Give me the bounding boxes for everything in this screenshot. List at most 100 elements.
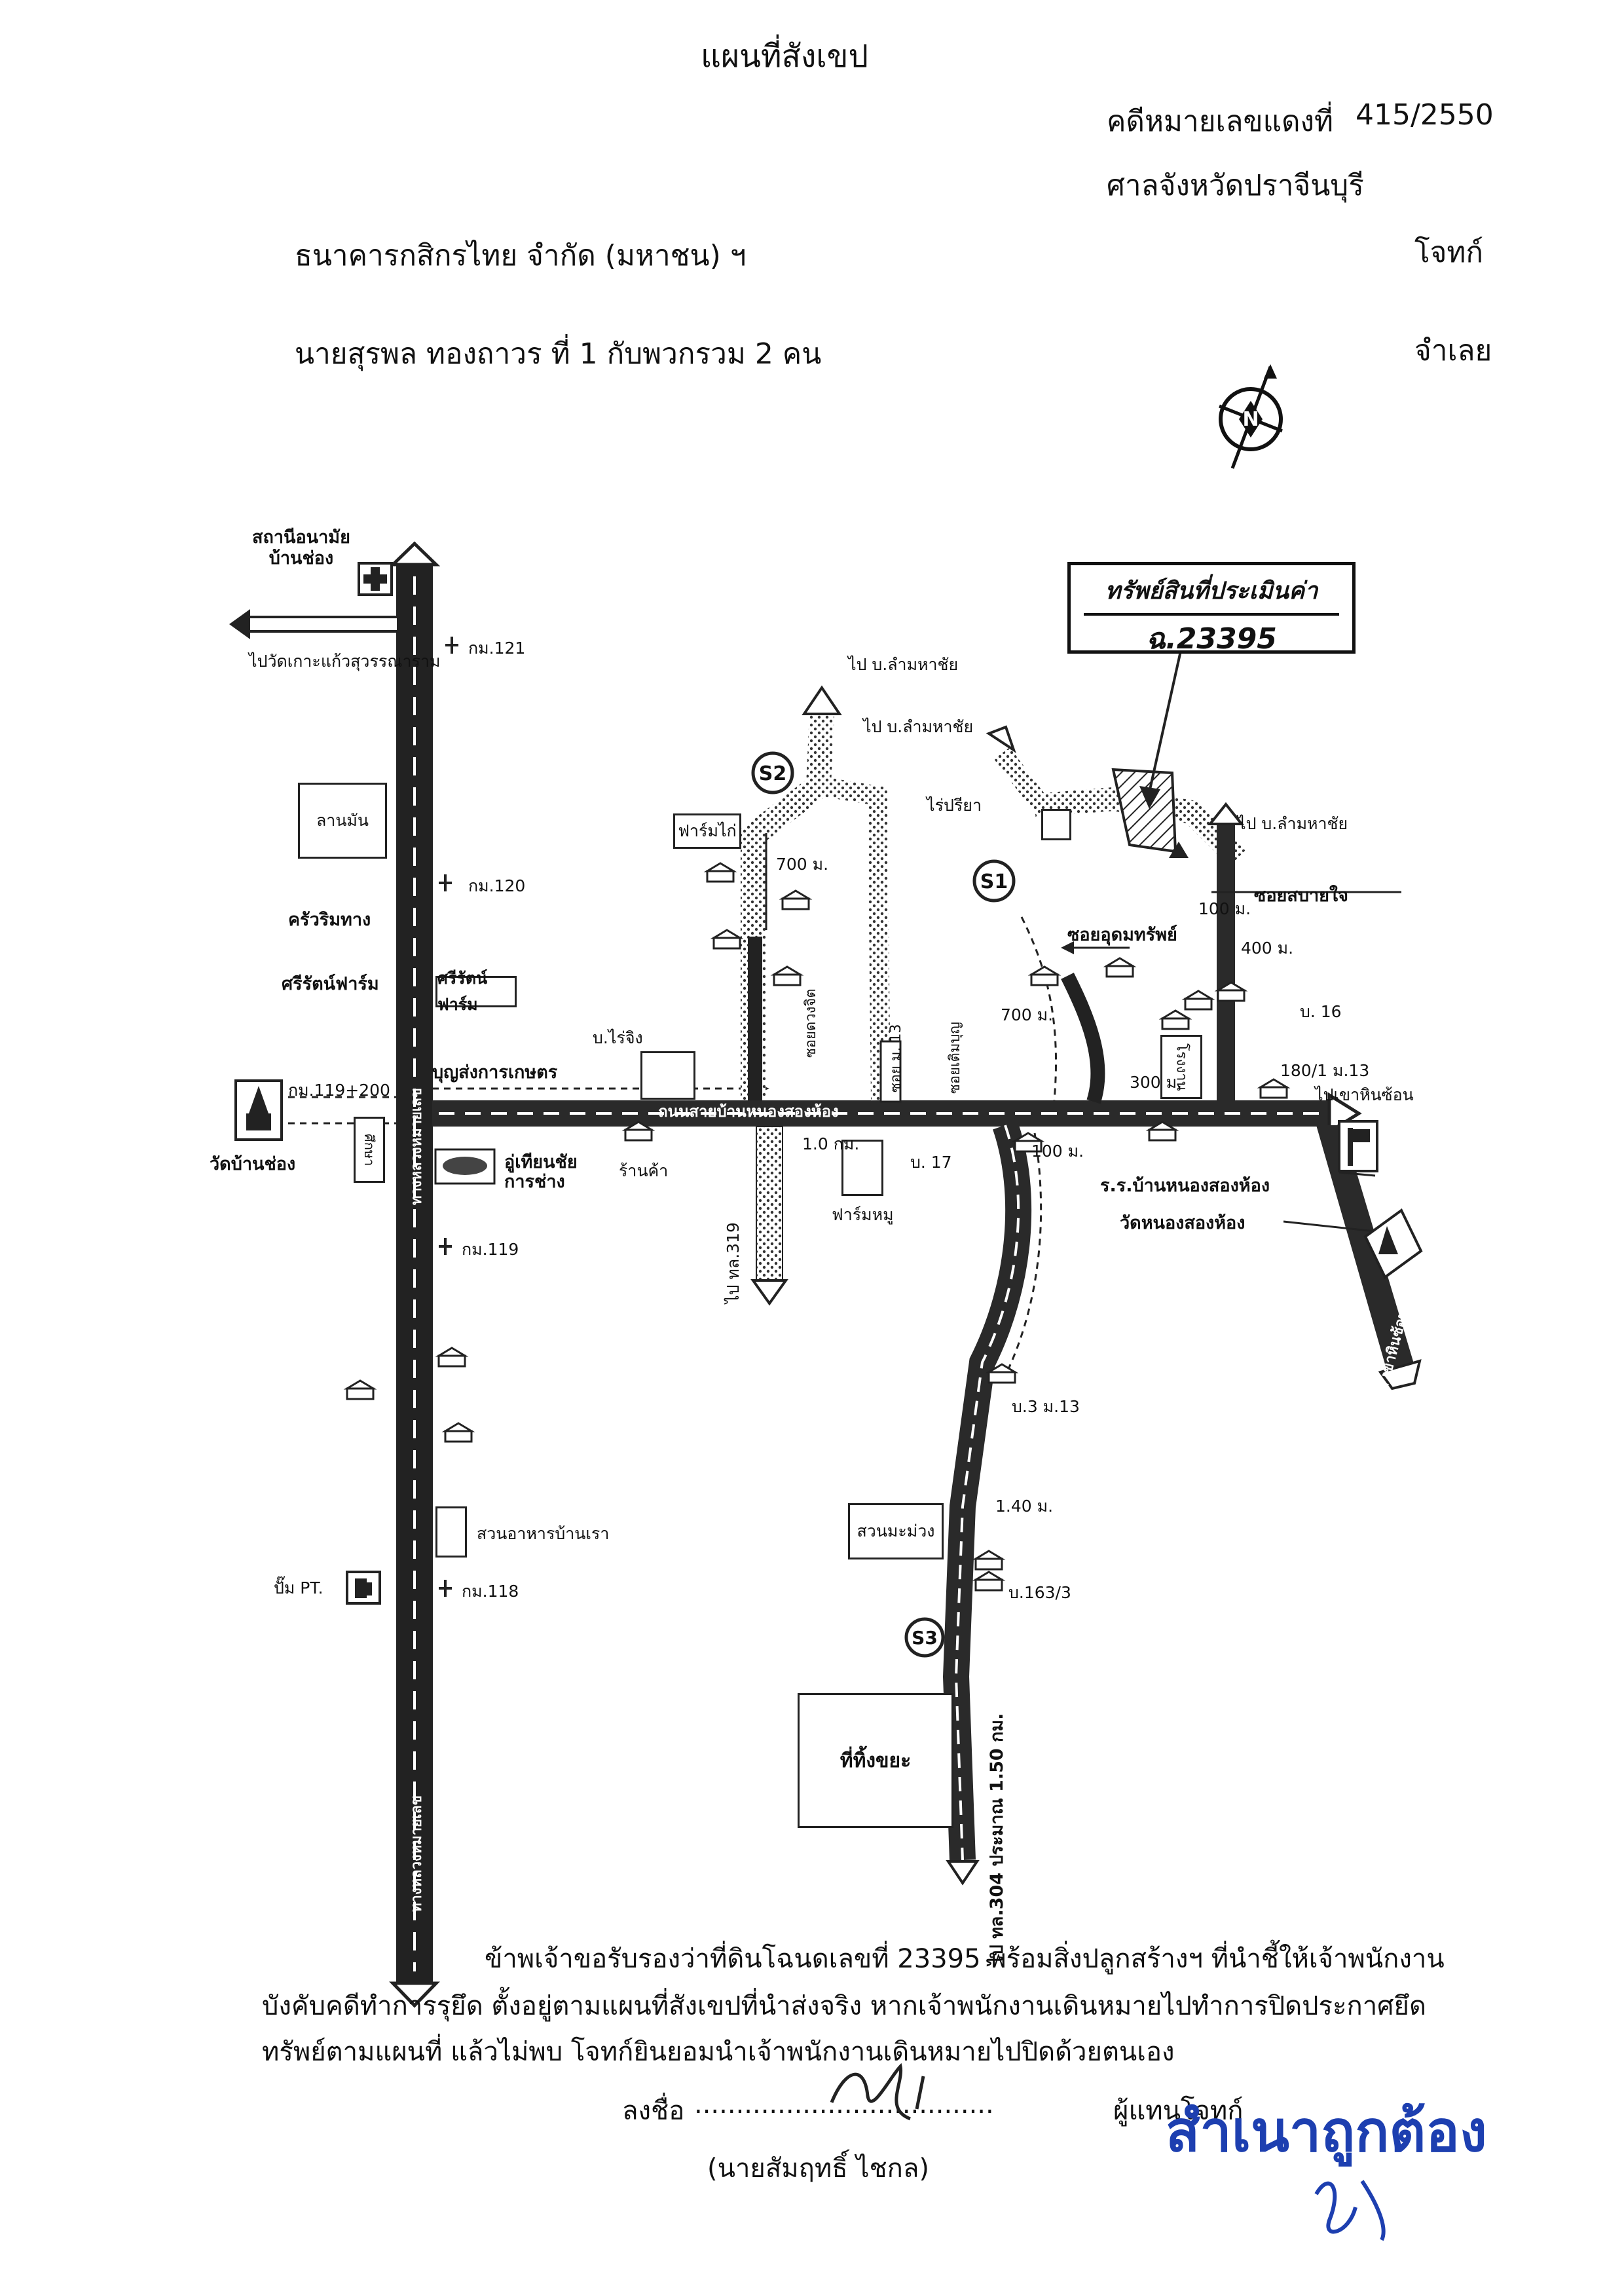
sign-dots: .................................... xyxy=(694,2089,994,2119)
addr-163-label: บ.163/3 xyxy=(1008,1583,1071,1602)
sirirat-farm-label: ศรีรัตน์ฟาร์ม xyxy=(282,974,379,994)
soi-toem-label: ซอยเติมบุญ xyxy=(947,1021,963,1094)
north-compass: N xyxy=(1211,360,1290,472)
sign-role: ผู้แทนโจทก์ xyxy=(1113,2096,1244,2126)
soi-duang-label: ซอยดวงจิต xyxy=(803,988,819,1058)
soi-m13-label: ซอย ม. 13 xyxy=(888,1024,904,1092)
trash-site-box: ที่ทิ้งขยะ xyxy=(798,1693,953,1828)
soi-udom-label: ซอยอุดมทรัพย์ xyxy=(1067,925,1177,945)
s3-marker: S3 xyxy=(912,1627,938,1649)
s1-marker: S1 xyxy=(980,870,1008,893)
rai-priya-label: ไร่ปรียา xyxy=(927,796,982,815)
suan-ahan-label: สวนอาหารบ้านเรา xyxy=(477,1524,610,1543)
u-thian-label: อู่เทียนชัย การช่าง xyxy=(504,1152,578,1192)
wat-nongsong-label: วัดหนองสองห้อง xyxy=(1120,1213,1246,1233)
to-wat-kaew-label: ไปวัดเกาะแก้วสุวรรณาราม xyxy=(249,652,441,671)
callout-title: ทรัพย์สินที่ประเมินค่า xyxy=(1105,578,1318,605)
farm-mu-label: ฟาร์มหมู xyxy=(832,1205,894,1224)
road-pl319 xyxy=(750,1126,788,1306)
farm-mu-box xyxy=(841,1140,883,1196)
pump-pt-label: ปั๊ม PT. xyxy=(274,1578,323,1597)
to-lam-mahachai-1: ไป บ.ลำมหาชัย xyxy=(848,655,959,674)
km119-label: กม.119 xyxy=(462,1240,519,1259)
temple-icon-east xyxy=(1363,1208,1423,1280)
b17-label: บ. 17 xyxy=(910,1153,952,1172)
s-marker-circles xyxy=(751,751,1016,1658)
road-main-horizontal xyxy=(288,1082,1362,1135)
property-callout: ทรัพย์สินที่ประเมินค่า ฉ.23395 xyxy=(1067,562,1356,656)
defendant-role: จำเลย xyxy=(1414,334,1492,367)
km118-label: กม.118 xyxy=(462,1582,519,1601)
school-nongsong-label: ร.ร.บ้านหนองสองห้อง xyxy=(1100,1176,1270,1196)
road-diagonal-east xyxy=(1316,1125,1422,1390)
boonsong-label: บุญส่งการเกษตร xyxy=(432,1062,558,1083)
lane-400m xyxy=(1207,802,1401,1102)
road-name-label: ถนนสายบ้านหนองสองห้อง xyxy=(658,1102,839,1121)
road-to-wat-kaew xyxy=(229,609,399,639)
page-title: แผนที่สังเขป xyxy=(701,38,868,75)
case-label: คดีหมายเลขแดงที่ xyxy=(1107,105,1334,138)
plaintiff-role: โจทก์ xyxy=(1414,236,1484,269)
soi-m13 xyxy=(879,1040,902,1103)
sign-prefix: ลงชื่อ xyxy=(622,2096,685,2126)
to-khao-hin-label: ไปเขาหินซ้อน xyxy=(1315,1085,1414,1104)
road-south-304 xyxy=(942,1121,1043,1886)
suan-ahan-box xyxy=(435,1506,467,1558)
b-raiching-label: บ.ไร่จิง xyxy=(593,1028,643,1047)
compass-letter: N xyxy=(1242,408,1259,431)
m300-label: 300 ม. xyxy=(1130,1073,1183,1092)
km1-label: 1.0 กม. xyxy=(802,1134,860,1153)
school-box: ศึกษา xyxy=(354,1117,385,1183)
km-markers xyxy=(439,637,458,1597)
b-raiching-box xyxy=(640,1051,695,1100)
mango-box: สวนมะม่วง xyxy=(848,1503,944,1559)
house-markers xyxy=(343,862,1291,1592)
m400-label: 400 ม. xyxy=(1241,939,1294,958)
farm-mai-box: ฟาร์มไก่ xyxy=(673,813,741,849)
signer-name: (นายสัมฤทธิ์ ไชกล) xyxy=(707,2154,929,2184)
cert-line-3: ทรัพย์ตามแผนที่ แล้วไม่พบ โจทก์ยินยอมนำเ… xyxy=(262,2037,1175,2067)
rong-ngan-box: โรงงาน xyxy=(1160,1035,1202,1099)
soi-sabai-label: ซอยสบายใจ xyxy=(1254,886,1348,906)
highway-vertical xyxy=(388,541,441,2008)
health-station-icon xyxy=(358,562,393,596)
property-parcel xyxy=(1111,644,1183,853)
km121-label: กม.121 xyxy=(468,639,526,658)
copy-certified-stamp: สำเนาถูกต้อง xyxy=(1166,2099,1487,2165)
km119-200-label: กม.119+200 xyxy=(288,1081,390,1100)
highway-label-top: ทางหลวงหมายเลข xyxy=(409,1088,425,1205)
krua-rim-thang-label: ครัวริมทาง xyxy=(288,910,371,930)
highway-label-bottom: ทางหลวงหมายเลข xyxy=(409,1795,425,1912)
court-name: ศาลจังหวัดปราจีนบุรี xyxy=(1107,169,1364,202)
s2-marker: S2 xyxy=(759,762,786,785)
signature-scribble xyxy=(819,2057,963,2129)
to-pl304-label: ไป ทล.304 ประมาณ 1.50 กม. xyxy=(987,1713,1007,1965)
b16-label: บ. 16 xyxy=(1300,1002,1342,1021)
temple-icon-west xyxy=(234,1079,283,1141)
lan-man-box: ลานมัน xyxy=(298,783,387,859)
lane-s2 xyxy=(741,685,891,1101)
wat-ban-chong-label: วัดบ้านช่อง xyxy=(210,1154,296,1174)
school-icon-east xyxy=(1338,1120,1378,1172)
b3-label: บ.3 ม.13 xyxy=(1012,1397,1080,1416)
callout-deed: ฉ.23395 xyxy=(1084,613,1339,662)
ran-kha-label: ร้านค้า xyxy=(619,1161,669,1180)
cert-line-2: บังคับคดีทำการรุยึด ตั้งอยู่ตามแผนที่สัง… xyxy=(262,1991,1426,2021)
addr-180-label: 180/1 ม.13 xyxy=(1280,1061,1370,1080)
m100-label-1: 100 ม. xyxy=(1198,899,1251,918)
m100-label-2: 100 ม. xyxy=(1031,1142,1084,1161)
km120-label: กม.120 xyxy=(468,876,526,895)
plaintiff-name: ธนาคารกสิกรไทย จำกัด (มหาชน) ฯ xyxy=(295,239,747,272)
fuel-pump-icon xyxy=(346,1571,381,1605)
case-number: 415/2550 xyxy=(1356,98,1494,132)
garage-icon xyxy=(434,1148,496,1185)
cert-line-1: ข้าพเจ้าขอรับรองว่าที่ดินโฉนดเลขที่ 2339… xyxy=(485,1944,1445,1974)
sirirat-farm-box: ศรีรัตน์ฟาร์ม xyxy=(435,969,517,1014)
to-pl319-label: ไป ทล.319 xyxy=(724,1222,743,1303)
m140-label: 1.40 ม. xyxy=(995,1497,1054,1516)
compass-icon: N xyxy=(1219,364,1283,469)
m700-label-1: 700 ม. xyxy=(776,855,829,874)
m700-label-2: 700 ม. xyxy=(1001,1005,1054,1024)
rai-priya-box xyxy=(1041,809,1071,840)
